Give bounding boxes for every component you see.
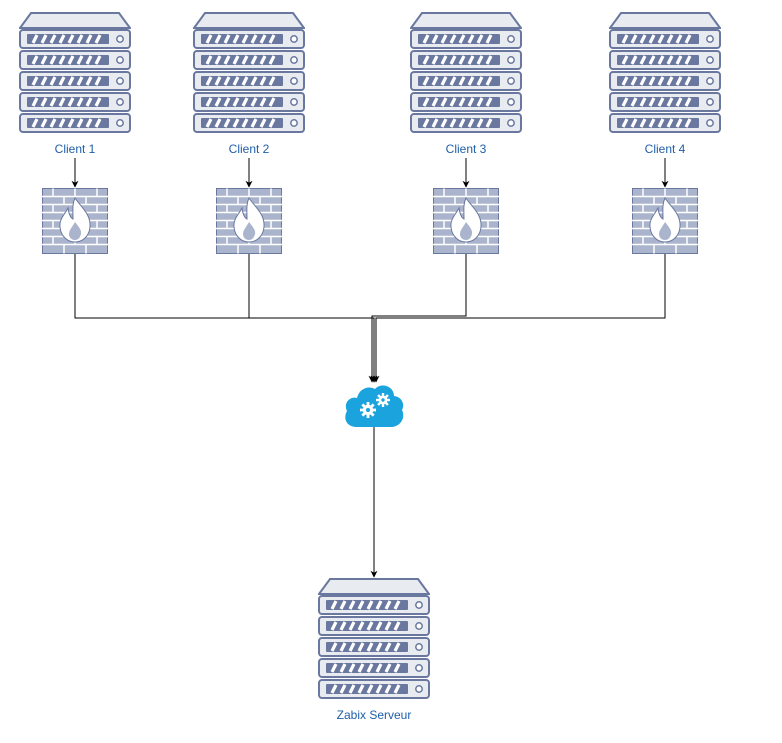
client-4-label: Client 4 <box>644 142 686 156</box>
client-3-firewall-icon <box>433 188 499 254</box>
firewall-2-to-cloud-edge <box>248 254 378 383</box>
client-2-firewall-icon <box>216 188 282 254</box>
zabix-server-icon <box>318 578 430 700</box>
firewall-4-to-cloud-edge <box>372 254 666 383</box>
client-2-server-icon <box>193 12 305 134</box>
client-3-label: Client 3 <box>445 142 487 156</box>
zabix-server-label: Zabix Serveur <box>336 708 412 722</box>
cloud-gears-icon <box>345 385 404 427</box>
client-4-firewall-icon <box>632 188 698 254</box>
client-1-firewall-icon <box>42 188 108 254</box>
client-1-label: Client 1 <box>54 142 96 156</box>
firewall-3-to-cloud-edge <box>368 254 467 383</box>
client-2-label: Client 2 <box>228 142 270 156</box>
client-4-server-icon <box>609 12 721 134</box>
client-1-server-icon <box>19 12 131 134</box>
client-3-server-icon <box>410 12 522 134</box>
